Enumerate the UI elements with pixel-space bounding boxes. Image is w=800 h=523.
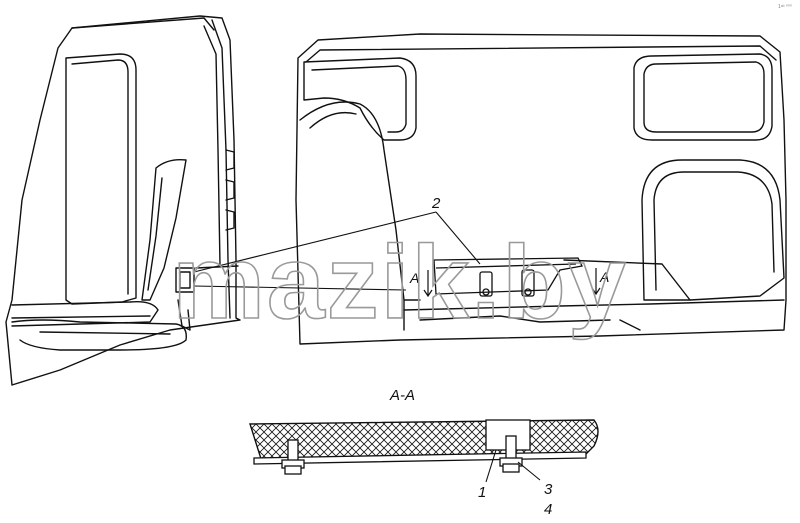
handrail-clamp-left: [479, 271, 493, 297]
handrail-assembly: [433, 257, 583, 297]
cab-floor-line: [403, 299, 785, 311]
left-bracket: [175, 267, 195, 293]
side-window: [65, 53, 137, 305]
section-base-plate: [253, 451, 587, 465]
left-bolt: [281, 439, 305, 475]
cab-rear-view: [295, 33, 787, 345]
handrail-bar: [433, 257, 583, 295]
rear-window-right: [633, 53, 773, 141]
watermark-text: mazik.by: [172, 225, 627, 341]
section-view: [249, 419, 599, 483]
section-title: A-A: [389, 387, 415, 404]
right-bolt: [499, 435, 523, 473]
section-leaders: [485, 449, 541, 483]
seat-cushion: [11, 300, 159, 327]
section-mark-right: A: [599, 269, 609, 285]
pillar-steps: [225, 149, 235, 231]
wheel-arch-right: [641, 159, 785, 301]
cab-roof-edge: [71, 17, 215, 31]
section-mark-left: A: [409, 270, 419, 286]
seat-back: [141, 158, 187, 301]
handrail-clamp-right: [521, 269, 535, 297]
section-markers: [423, 268, 601, 298]
corner-mark: 1ᵃᵇ ⁰⁰⁰: [778, 4, 792, 10]
cab-floor-panel: [11, 319, 187, 351]
callout-1-label: 1: [478, 484, 486, 501]
rear-quarter-panel: [299, 101, 405, 331]
callout-4-label: 4: [544, 501, 552, 518]
cab-side-outline: [5, 15, 241, 386]
cab-side-view: [5, 15, 241, 386]
callout-2-label: 2: [431, 195, 441, 212]
callout-3-label: 3: [544, 481, 553, 498]
rear-window-left: [303, 57, 417, 141]
leader-lines: [193, 211, 481, 291]
cab-rear-outline: [295, 33, 787, 345]
